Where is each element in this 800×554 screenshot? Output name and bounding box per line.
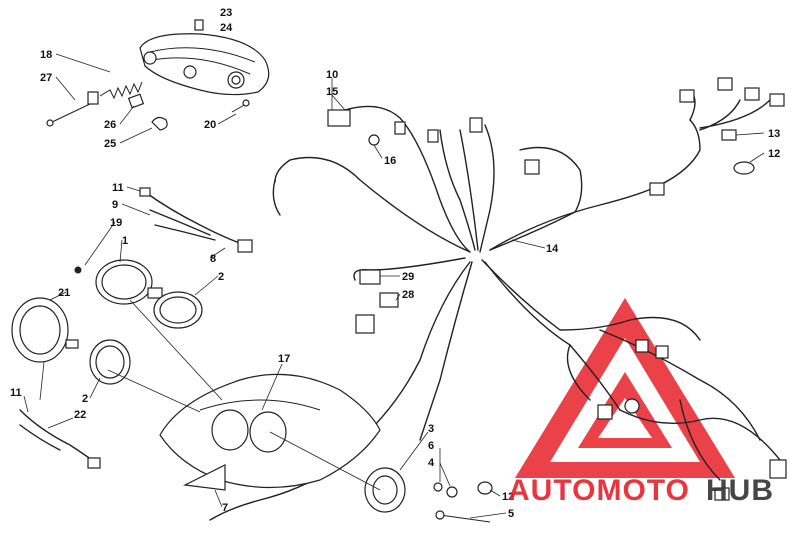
callout-16: 16	[384, 155, 396, 167]
callout-7: 7	[222, 502, 228, 514]
callout-2-bottom: 2	[82, 393, 88, 405]
callout-9: 9	[112, 199, 118, 211]
callout-2-top: 2	[218, 271, 224, 283]
speedometer-gauge	[11, 297, 131, 469]
callout-20: 20	[204, 119, 216, 131]
callout-4: 4	[428, 457, 435, 469]
callout-19: 19	[110, 217, 122, 229]
callout-13: 13	[768, 128, 780, 140]
callout-27: 27	[40, 72, 52, 84]
main-wiring-harness	[209, 89, 781, 521]
callout-3: 3	[428, 423, 434, 435]
dash-panel	[159, 373, 381, 491]
callout-28: 28	[402, 289, 414, 301]
callout-14: 14	[546, 243, 559, 255]
callout-25: 25	[104, 138, 116, 150]
callout-17: 17	[278, 353, 290, 365]
callout-12-bottom: 12	[502, 491, 514, 503]
callout-labels: 23 24 18 27 26 25 20 10 15 16 13 12 11 9…	[10, 7, 780, 520]
callout-29: 29	[402, 271, 414, 283]
watermark-brand-secondary: HUB	[706, 474, 774, 507]
callout-22: 22	[74, 409, 86, 421]
callout-1: 1	[122, 235, 128, 247]
ignition-switch	[364, 467, 493, 523]
callout-10: 10	[326, 69, 338, 81]
watermark-text: AUTOMOTO HUB	[508, 474, 774, 507]
tachometer-gauge	[74, 187, 253, 329]
headlight-assembly	[46, 19, 270, 131]
callout-21: 21	[58, 287, 70, 299]
callout-23: 23	[220, 7, 232, 19]
watermark-logo	[515, 298, 735, 478]
leader-lines	[23, 53, 765, 519]
callout-8: 8	[210, 253, 216, 265]
callout-18: 18	[40, 49, 52, 61]
callout-12-top: 12	[768, 148, 780, 160]
callout-11-bottom: 11	[10, 387, 22, 399]
callout-15: 15	[326, 86, 338, 98]
callout-6: 6	[428, 440, 434, 452]
callout-24: 24	[220, 22, 233, 34]
watermark-brand-primary: AUTOMOTO	[508, 474, 690, 507]
connectors	[327, 77, 787, 501]
callout-11-top: 11	[112, 182, 124, 194]
callout-5: 5	[508, 508, 514, 520]
callout-26: 26	[104, 119, 116, 131]
